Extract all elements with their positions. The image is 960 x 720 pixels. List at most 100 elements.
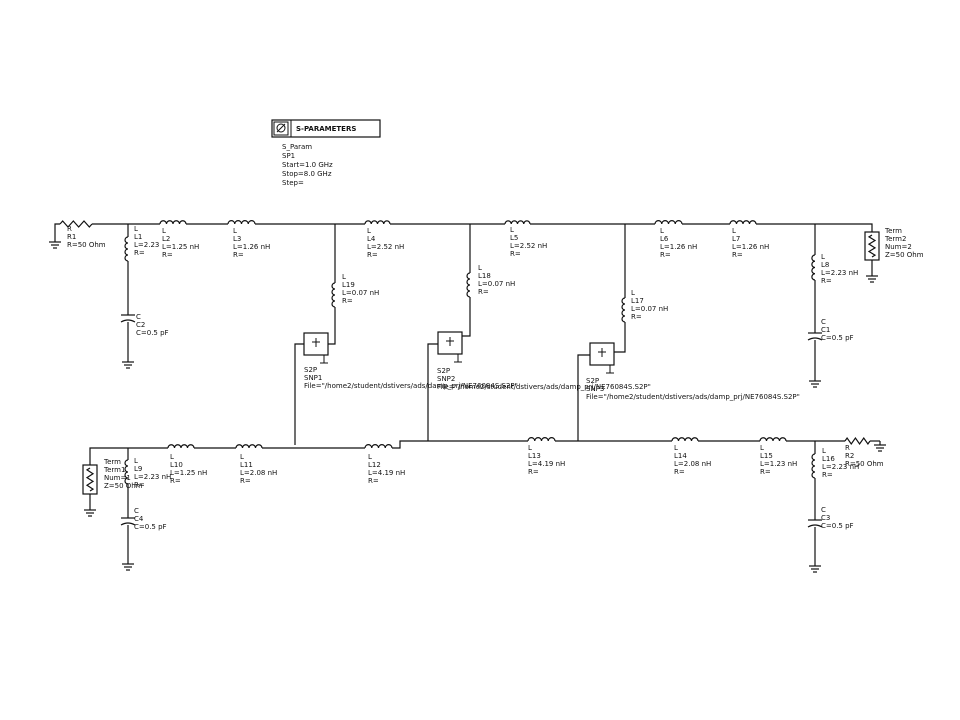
component-label: L=2.23 nH [822,463,859,471]
component-label: R= [342,297,353,305]
component-label: C [821,506,826,514]
component-label: Term1 [103,466,125,474]
sparam-line: Step= [282,179,304,187]
inductor-symbol [364,444,393,449]
component-label: R= [528,468,539,476]
component-label: C3 [821,514,830,522]
component-label: R=50 Ohm [67,241,106,249]
component-label: L [631,289,635,297]
component-label: L15 [760,452,773,460]
ground-icon [84,506,96,517]
component-label: L [760,444,764,452]
component-label: L [478,264,482,272]
s-parameters-controller[interactable]: S-PARAMETERS S_Param SP1 Start=1.0 GHz S… [271,119,381,187]
component-label: L=2.23 nH [134,473,171,481]
component-label: Term2 [884,235,906,243]
capacitor-symbol [120,517,136,526]
component-label: L14 [674,452,687,460]
component-label: C4 [134,515,144,523]
inductor-symbol [159,220,187,225]
component-label: S2P [437,367,450,375]
wire [392,440,528,449]
component-label: L=2.08 nH [674,460,711,468]
capacitor-symbol [807,332,823,341]
component-label: L=1.25 nH [170,469,207,477]
wire [54,223,60,238]
component-label: L [367,227,371,235]
component-label: SNP3 [586,385,604,393]
component-label: L=0.07 nH [631,305,668,313]
component-label: L [170,453,174,461]
inductor-symbol [759,437,787,442]
component-label: SNP1 [304,374,322,382]
component-label: L=0.07 nH [342,289,379,297]
component-label: L19 [342,281,355,289]
component-label: C [134,507,139,515]
component-label: R= [367,251,378,259]
inductor-symbol [167,444,195,449]
component-label: L [660,227,664,235]
component-label: L [342,273,346,281]
inductor-symbol [124,236,129,262]
inductor-symbol [124,459,129,485]
component-label: Z=50 Ohm [104,482,143,490]
component-label: L1 [134,233,142,241]
component-label: C=0.5 pF [821,334,854,342]
ground-icon [874,441,886,452]
component-label: R1 [67,233,76,241]
inductor-symbol [235,444,263,449]
inductor-symbol [654,220,683,225]
resistor-symbol [59,220,93,228]
two-port-s2p-icon [437,331,463,363]
component-label: L7 [732,235,740,243]
inductor-symbol [811,453,816,479]
ground-icon [49,238,61,249]
sparam-icon [273,121,289,136]
ground-icon [809,562,821,573]
component-label: R= [368,477,379,485]
port-terminal-icon [864,231,880,261]
component-label: L12 [368,461,381,469]
component-label: R=50 Ohm [845,460,884,468]
wire [756,223,873,232]
component-label: Num=2 [885,243,912,251]
component-label: L4 [367,235,376,243]
capacitor-symbol [120,314,136,323]
component-label: C [136,313,141,321]
component-label: S2P [586,377,599,385]
component-label: L [732,227,736,235]
wire [294,343,304,445]
wire [577,354,590,441]
capacitor-symbol [807,519,823,528]
component-label: C2 [136,321,145,329]
component-label: L=1.26 nH [732,243,769,251]
inductor-symbol [331,282,336,308]
ground-icon [809,377,821,388]
component-label: L [162,227,166,235]
component-label: L=2.52 nH [367,243,404,251]
component-label: L=4.19 nH [528,460,565,468]
component-label: L [240,453,244,461]
component-label: R= [233,251,244,259]
wires [54,223,880,562]
component-label: L8 [821,261,829,269]
component-label: R= [674,468,685,476]
sparam-line: S_Param [282,143,312,151]
inductor-symbol [729,220,757,225]
components [49,220,886,573]
component-label: R= [134,249,145,257]
sparam-line: SP1 [282,152,295,160]
resistor-symbol [85,467,95,492]
component-label: R= [170,477,181,485]
component-label: L10 [170,461,183,469]
component-label: L [134,457,138,465]
component-label: Num=1 [104,474,131,482]
two-port-s2p-icon [589,342,615,374]
inductor-symbol [621,297,626,323]
component-label: L [510,226,514,234]
sparam-line: Start=1.0 GHz [282,161,333,169]
component-label: L=1.25 nH [162,243,199,251]
component-label: R= [240,477,251,485]
component-label: C1 [821,326,830,334]
component-label: R [67,225,72,233]
